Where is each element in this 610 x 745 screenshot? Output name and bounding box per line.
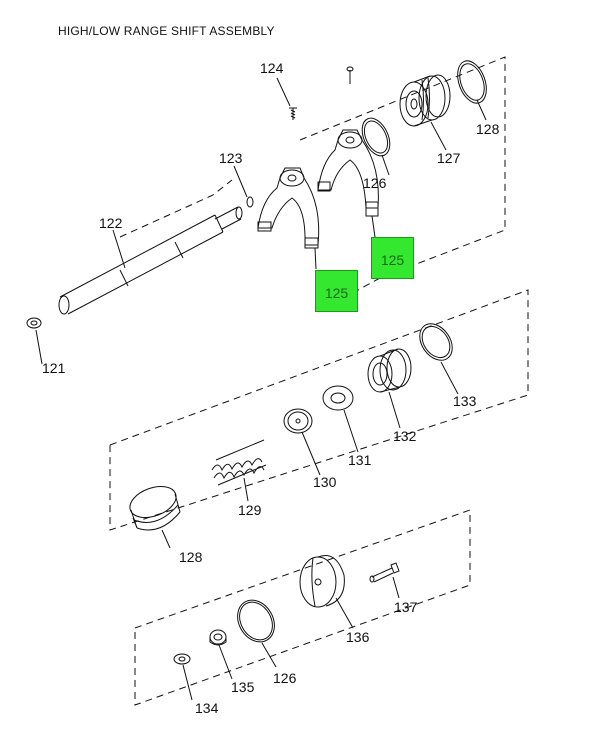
bolt-137 [369, 562, 400, 583]
piston-132 [367, 348, 412, 393]
washer-134 [173, 653, 191, 665]
snap-ring-123 [246, 196, 254, 208]
setscrew-124 [289, 107, 297, 120]
leader-lines [35, 77, 487, 701]
callout-126-lower: 126 [273, 670, 297, 686]
callout-122: 122 [99, 215, 123, 231]
callout-123: 123 [219, 150, 243, 166]
callout-133: 133 [453, 393, 477, 409]
o-ring-126-lower [237, 599, 275, 643]
callout-121: 121 [42, 360, 66, 376]
callout-131: 131 [348, 452, 372, 468]
upper-group-outline [119, 56, 506, 313]
callout-labels: 121 122 123 124 126 127 128 128 129 130 … [42, 60, 500, 716]
cylinder-128 [129, 485, 181, 531]
shift-fork-125-rear [317, 66, 379, 217]
callout-125-front: 125 [324, 285, 349, 301]
callout-125-rear: 125 [380, 252, 405, 268]
callout-127: 127 [437, 150, 461, 166]
callout-137: 137 [394, 599, 418, 615]
ring-133 [419, 323, 453, 361]
callout-128-upper: 128 [476, 121, 500, 137]
shift-fork-125-front [257, 167, 320, 249]
washer-121 [26, 317, 42, 329]
diagram-title: HIGH/LOW RANGE SHIFT ASSEMBLY [58, 24, 275, 38]
callout-128-lower: 128 [179, 549, 203, 565]
seal-130 [283, 408, 313, 434]
highlight-callout-125-rear[interactable]: 125 [371, 237, 414, 279]
nut-135 [209, 629, 227, 646]
shift-rail-122 [58, 206, 243, 315]
callout-134: 134 [195, 700, 219, 716]
washer-131 [322, 385, 354, 411]
callout-132: 132 [393, 428, 417, 444]
callout-126-upper: 126 [363, 175, 387, 191]
ring-128-upper [457, 60, 487, 104]
callout-136: 136 [346, 629, 370, 645]
piston-127 [399, 74, 451, 127]
middle-group-outline [109, 289, 529, 531]
cover-136 [299, 555, 345, 608]
callout-130: 130 [313, 474, 337, 490]
spring-129 [211, 439, 267, 486]
o-ring-126-upper [361, 117, 391, 157]
callout-129: 129 [238, 502, 262, 518]
callout-124: 124 [260, 60, 284, 76]
callout-135: 135 [231, 679, 255, 695]
highlight-callout-125-front[interactable]: 125 [315, 270, 358, 312]
